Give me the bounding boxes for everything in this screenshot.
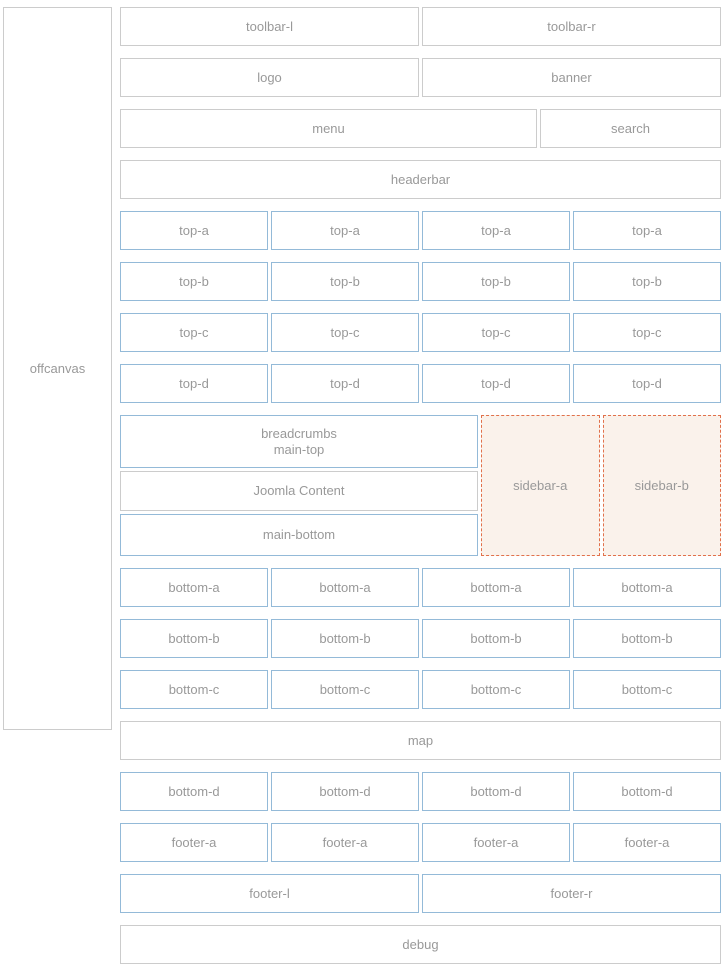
- position-top-a: top-a: [271, 211, 419, 250]
- position-bottom-b: bottom-b: [271, 619, 419, 658]
- position-bottom-a: bottom-a: [422, 568, 570, 607]
- bottom-c-row: bottom-c bottom-c bottom-c bottom-c: [120, 670, 721, 709]
- position-offcanvas: offcanvas: [3, 7, 112, 730]
- position-map: map: [120, 721, 721, 760]
- position-bottom-c: bottom-c: [573, 670, 721, 709]
- position-footer-a: footer-a: [422, 823, 570, 862]
- top-a-row: top-a top-a top-a top-a: [120, 211, 721, 250]
- main-column: breadcrumbs main-top Joomla Content main…: [120, 415, 478, 556]
- position-bottom-d: bottom-d: [271, 772, 419, 811]
- position-top-a: top-a: [422, 211, 570, 250]
- footer-lr-row: footer-l footer-r: [120, 874, 721, 913]
- headerbar-row: headerbar: [120, 160, 721, 199]
- position-top-a: top-a: [120, 211, 268, 250]
- position-bottom-b: bottom-b: [422, 619, 570, 658]
- position-bottom-a: bottom-a: [120, 568, 268, 607]
- main-row: breadcrumbs main-top Joomla Content main…: [120, 415, 721, 556]
- template-positions-layout: offcanvas toolbar-l toolbar-r logo banne…: [3, 7, 721, 976]
- position-top-c: top-c: [573, 313, 721, 352]
- position-headerbar: headerbar: [120, 160, 721, 199]
- position-bottom-c: bottom-c: [120, 670, 268, 709]
- position-top-c: top-c: [271, 313, 419, 352]
- position-footer-a: footer-a: [573, 823, 721, 862]
- position-top-d: top-d: [422, 364, 570, 403]
- position-bottom-a: bottom-a: [573, 568, 721, 607]
- menu-search-row: menu search: [120, 109, 721, 148]
- position-toolbar-l: toolbar-l: [120, 7, 419, 46]
- position-top-b: top-b: [422, 262, 570, 301]
- position-top-b: top-b: [120, 262, 268, 301]
- map-row: map: [120, 721, 721, 760]
- logo-banner-row: logo banner: [120, 58, 721, 97]
- position-top-c: top-c: [120, 313, 268, 352]
- bottom-a-row: bottom-a bottom-a bottom-a bottom-a: [120, 568, 721, 607]
- top-c-row: top-c top-c top-c top-c: [120, 313, 721, 352]
- position-toolbar-r: toolbar-r: [422, 7, 721, 46]
- position-bottom-c: bottom-c: [271, 670, 419, 709]
- footer-a-row: footer-a footer-a footer-a footer-a: [120, 823, 721, 862]
- position-search: search: [540, 109, 721, 148]
- position-top-b: top-b: [271, 262, 419, 301]
- top-b-row: top-b top-b top-b top-b: [120, 262, 721, 301]
- debug-row: debug: [120, 925, 721, 964]
- position-banner: banner: [422, 58, 721, 97]
- bottom-d-row: bottom-d bottom-d bottom-d bottom-d: [120, 772, 721, 811]
- toolbar-row: toolbar-l toolbar-r: [120, 7, 721, 46]
- position-sidebar-b: sidebar-b: [602, 415, 721, 556]
- position-top-d: top-d: [573, 364, 721, 403]
- bottom-b-row: bottom-b bottom-b bottom-b bottom-b: [120, 619, 721, 658]
- position-logo: logo: [120, 58, 419, 97]
- position-bottom-c: bottom-c: [422, 670, 570, 709]
- position-bottom-a: bottom-a: [271, 568, 419, 607]
- position-top-d: top-d: [271, 364, 419, 403]
- position-footer-a: footer-a: [271, 823, 419, 862]
- component-joomla-content: Joomla Content: [120, 471, 478, 511]
- position-bottom-b: bottom-b: [120, 619, 268, 658]
- position-sidebar-a: sidebar-a: [481, 415, 600, 556]
- position-bottom-d: bottom-d: [422, 772, 570, 811]
- position-footer-l: footer-l: [120, 874, 419, 913]
- position-top-a: top-a: [573, 211, 721, 250]
- position-bottom-d: bottom-d: [120, 772, 268, 811]
- position-debug: debug: [120, 925, 721, 964]
- position-top-d: top-d: [120, 364, 268, 403]
- position-top-b: top-b: [573, 262, 721, 301]
- content-column: toolbar-l toolbar-r logo banner menu sea…: [120, 7, 721, 976]
- position-footer-a: footer-a: [120, 823, 268, 862]
- position-top-c: top-c: [422, 313, 570, 352]
- position-footer-r: footer-r: [422, 874, 721, 913]
- position-bottom-d: bottom-d: [573, 772, 721, 811]
- position-main-bottom: main-bottom: [120, 514, 478, 556]
- position-breadcrumbs-main-top: breadcrumbs main-top: [120, 415, 478, 468]
- position-bottom-b: bottom-b: [573, 619, 721, 658]
- top-d-row: top-d top-d top-d top-d: [120, 364, 721, 403]
- position-menu: menu: [120, 109, 537, 148]
